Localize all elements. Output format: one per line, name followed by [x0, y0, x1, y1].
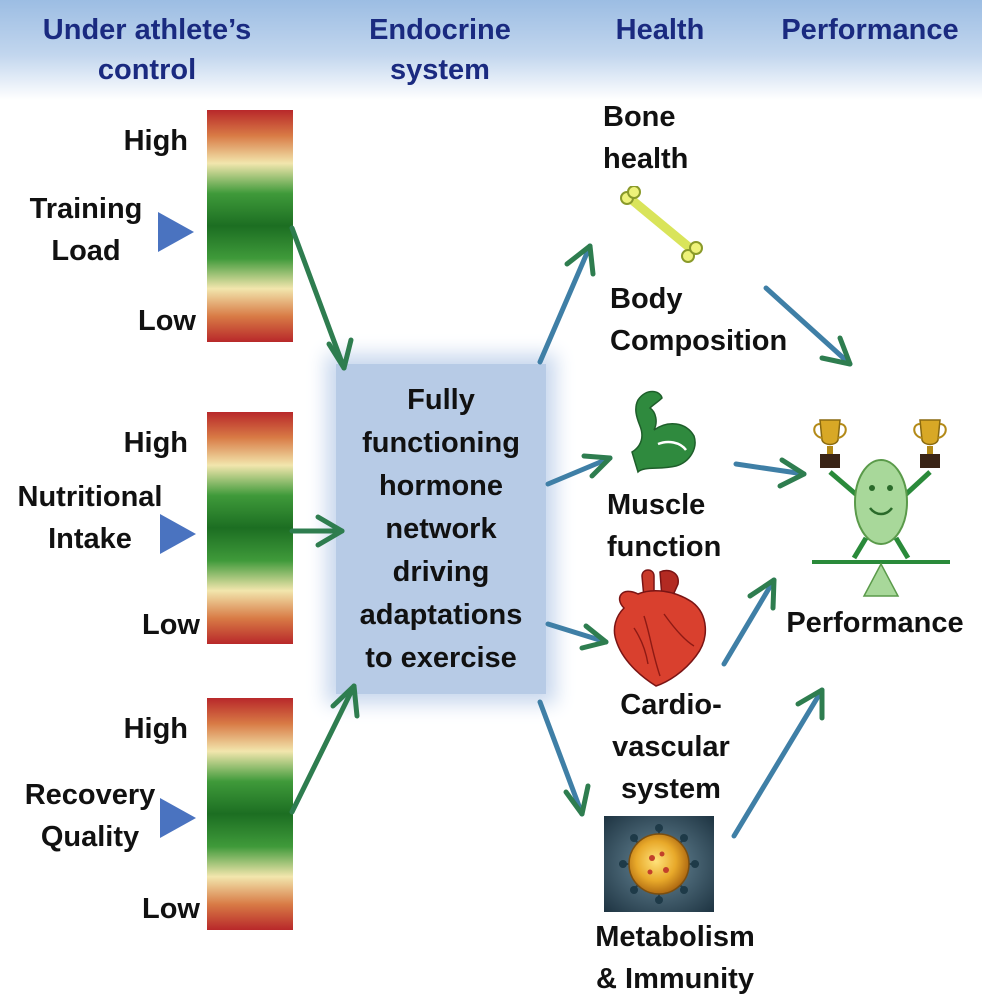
recovery-quality-label: Recovery Quality [24, 779, 156, 853]
metabolism-immunity-label: Metabolism & Immunity [595, 921, 755, 995]
bone-health-label: Bone health [603, 101, 689, 175]
training-load-gradient-bar [207, 110, 293, 342]
recovery-quality-pointer-icon [160, 798, 196, 838]
recovery-quality-gradient-bar [207, 698, 293, 930]
arrow-metabolism-to-performance [731, 687, 825, 839]
recovery-quality-low-label: Low [142, 893, 200, 925]
hormone-network-box: Fully functioning hormone network drivin… [336, 364, 546, 694]
header-band: Under athlete’s control Endocrine system… [0, 0, 982, 100]
performance-figure-icon [812, 419, 950, 597]
trophy-icon [913, 419, 947, 468]
nutritional-intake-high-label: High [123, 427, 188, 459]
arrow-center-to-metabolism [537, 699, 585, 817]
input-arrows [289, 225, 360, 815]
flexed-arm-muscle-icon [631, 390, 696, 474]
hormone-network-text: Fully functioning hormone network drivin… [359, 383, 523, 674]
muscle-function-label: Muscle function [607, 489, 722, 563]
recovery-quality-high-label: High [123, 713, 188, 745]
header-under-athletes-control: Under athlete’s control [42, 14, 252, 86]
arrow-center-to-muscle [545, 455, 613, 487]
performance-label: Performance [786, 607, 964, 639]
bone-icon [620, 186, 703, 263]
arrow-recovery-to-center [289, 683, 357, 815]
nutritional-intake-low-label: Low [142, 609, 200, 641]
arrow-cardio-to-performance [721, 577, 777, 667]
arrow-body-to-performance [763, 285, 853, 367]
performance-arrows [721, 285, 853, 839]
trophy-icon [813, 419, 847, 468]
arrow-training-to-center [289, 225, 347, 371]
training-load-label: Training Load [29, 193, 143, 267]
nutritional-intake-pointer-icon [160, 514, 196, 554]
cardiovascular-system-label: Cardio- vascular system [612, 689, 730, 805]
header-health: Health [615, 14, 705, 46]
heart-icon [613, 569, 707, 687]
training-load-high-label: High [123, 125, 188, 157]
nutritional-intake-gradient-bar [207, 412, 293, 644]
nutritional-intake-label: Nutritional Intake [17, 481, 163, 555]
training-load-low-label: Low [138, 305, 196, 337]
arrow-center-to-cardio [545, 621, 609, 645]
arrow-muscle-to-performance [733, 461, 807, 477]
health-arrows [537, 243, 613, 817]
header-endocrine-system: Endocrine system [369, 14, 511, 86]
header-performance: Performance [781, 14, 959, 46]
body-composition-label: Body Composition [610, 283, 788, 357]
immune-cell-icon [604, 816, 714, 912]
arrow-center-to-bone [537, 243, 593, 365]
training-load-pointer-icon [158, 212, 194, 252]
